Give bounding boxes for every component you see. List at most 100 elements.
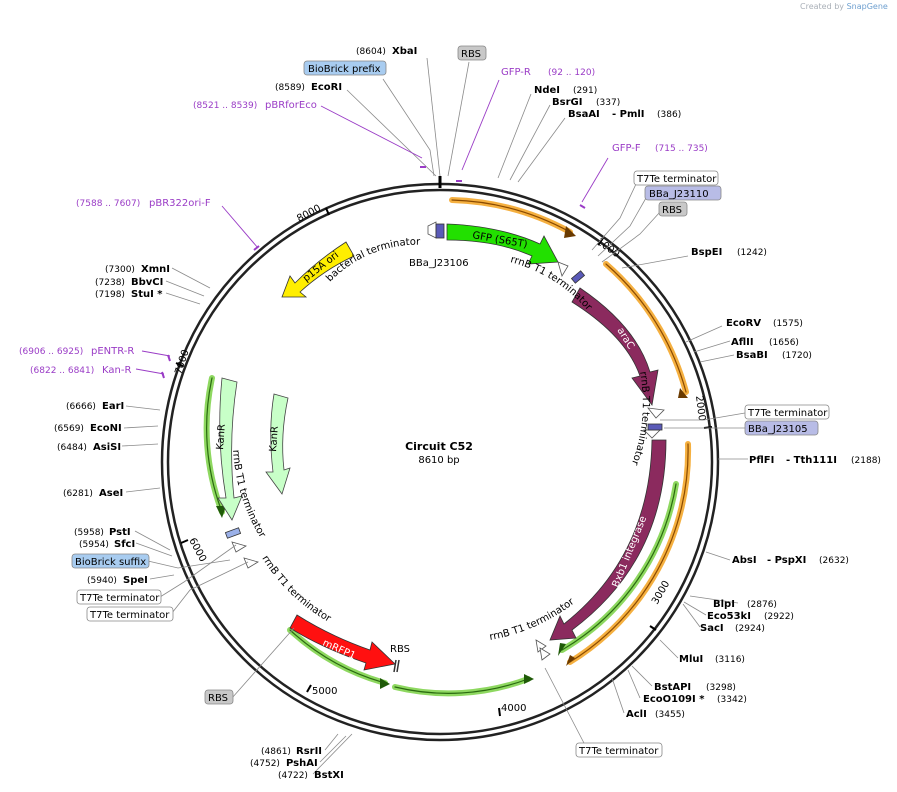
bba-j23105-box[interactable] [744,420,819,436]
kanr-inner-feature[interactable] [265,393,291,495]
saci-label[interactable]: SacI [700,623,724,634]
bsabi-label[interactable]: BsaBI [736,350,768,361]
bstxi-label[interactable]: BstXI [314,770,344,781]
gfp-f-range: (715 .. 735) [655,144,708,154]
biobrick-suffix-label: BioBrick suffix [75,557,146,568]
bsaai-label[interactable]: BsaAI [568,109,600,120]
blpi-label[interactable]: BlpI [713,599,735,610]
aflii-label[interactable]: AflII [731,337,754,348]
sfci-label[interactable]: SfcI [114,539,135,550]
pflfi-label[interactable]: PflFI [749,455,774,466]
pspxi-label[interactable]: - PspXI [767,555,806,566]
t7te-label-1: T7Te terminator [636,174,717,185]
rbs-top-box[interactable] [457,45,487,61]
right-site-labels: BspEI (1242) EcoRV (1575) AflII (1656) B… [626,247,881,720]
rbs-glyph [393,659,400,673]
bsabi-pos: (1720) [782,351,812,361]
ecorv-label[interactable]: EcoRV [726,318,761,329]
eco53ki-label[interactable]: Eco53kI [707,611,751,622]
stui-label[interactable]: StuI * [131,289,163,300]
pbrforeco-label[interactable]: pBRforEco [265,100,317,111]
ecori-label[interactable]: EcoRI [311,82,342,93]
t7te-box-4[interactable] [86,606,174,622]
pentr-r-range: (6906 .. 6925) [19,347,83,357]
primer-lead-lines [135,79,609,375]
primer-marks [161,166,586,379]
bstapi-label[interactable]: BstAPI [654,682,691,693]
eari-pos: (6666) [66,402,96,412]
bbvci-label[interactable]: BbvCI [131,277,163,288]
t7te-box-3[interactable] [76,589,162,605]
mlui-label[interactable]: MluI [679,654,703,665]
rbs-right-box[interactable] [658,201,688,217]
xmni-label[interactable]: XmnI [141,264,170,275]
snapgene-logo: SnapGene [846,2,888,11]
bba-j23106-label: BBa_J23106 [409,258,469,269]
arac-feature[interactable] [571,287,659,406]
absi-label[interactable]: AbsI [732,555,757,566]
top-site-labels: (8604) XbaI (8589) EcoRI NdeI (291) BsrG… [275,46,681,120]
tth111i-label[interactable]: - Tth111I [786,455,837,466]
acli-label[interactable]: AclI [626,709,647,720]
bsrgi-label[interactable]: BsrGI [552,97,582,108]
kanr-outer-feature[interactable] [217,377,243,521]
pshai-pos: (4752) [250,759,280,769]
ecorv-pos: (1575) [773,319,803,329]
t7te-label-2: T7Te terminator [747,408,828,419]
bspei-label[interactable]: BspEI [691,247,722,258]
rbs-top-label: RBS [461,49,481,60]
pbr322ori-f-label[interactable]: pBR322ori-F [149,198,211,209]
xmni-pos: (7300) [105,265,135,275]
mlui-pos: (3116) [715,655,745,665]
spei-label[interactable]: SpeI [123,575,148,586]
gfp-r-label[interactable]: GFP-R [501,67,531,78]
mrfp1-feature[interactable] [289,614,396,671]
psti-pos: (5958) [74,528,104,538]
pmli-label[interactable]: - PmlI [612,109,645,120]
biobrick-prefix-box[interactable] [303,60,387,76]
tick-5000: 5000 [312,686,337,697]
t7te-box-bottom[interactable] [575,742,663,758]
pshai-label[interactable]: PshAI [286,758,318,769]
asei-pos: (6281) [63,489,93,499]
kan-r-label[interactable]: Kan-R [102,365,131,376]
sfci-pos: (5954) [79,540,109,550]
rsrii-pos: (4861) [261,747,291,757]
bxb1-label: Bxb1 integrase [611,515,650,589]
ndei-label[interactable]: NdeI [534,85,560,96]
p15a-ori-feature[interactable] [281,241,355,298]
tick-2000: 2000 [693,395,707,422]
track-arrowheads [216,226,688,689]
asei-label[interactable]: AseI [99,488,123,499]
rbs-bottom-box[interactable] [204,689,234,705]
tick-4000: 4000 [501,703,526,714]
eari-label[interactable]: EarI [102,401,124,412]
biobrick-suffix-box[interactable] [71,553,150,569]
bxb1-integrase-feature[interactable] [549,439,667,641]
asisi-label[interactable]: AsiSI [93,442,121,453]
xbai-label[interactable]: XbaI [392,46,417,57]
bspei-pos: (1242) [737,248,767,258]
econi-pos: (6569) [54,424,84,434]
lead-lines [121,57,748,775]
gfp-feature[interactable] [446,223,559,265]
econi-label[interactable]: EcoNI [90,423,122,434]
rrnb-terminator-3-label: rrnB T1 terminator [230,449,268,540]
t7te-box-2[interactable] [744,404,830,420]
gfp-f-label[interactable]: GFP-F [612,143,641,154]
pentr-r-label[interactable]: pENTR-R [91,346,134,357]
pflfi-pos: (2188) [851,456,881,466]
eco0109i-pos: (3342) [717,695,747,705]
t7te-box-1[interactable] [633,170,719,186]
eco53ki-pos: (2922) [764,612,794,622]
bba-j23110-box[interactable] [644,185,722,201]
bbvci-pos: (7238) [95,278,125,288]
psti-label[interactable]: PstI [109,527,131,538]
t7te-label-4: T7Te terminator [89,610,170,621]
rsrii-label[interactable]: RsrII [296,746,322,757]
plasmid-length: 8610 bp [418,455,459,466]
eco0109i-label[interactable]: EcoO109I * [643,694,705,705]
primer-labels: (8521 .. 8539) pBRforEco GFP-R (92 .. 12… [19,67,708,376]
t7te-label-bottom: T7Te terminator [578,746,659,757]
